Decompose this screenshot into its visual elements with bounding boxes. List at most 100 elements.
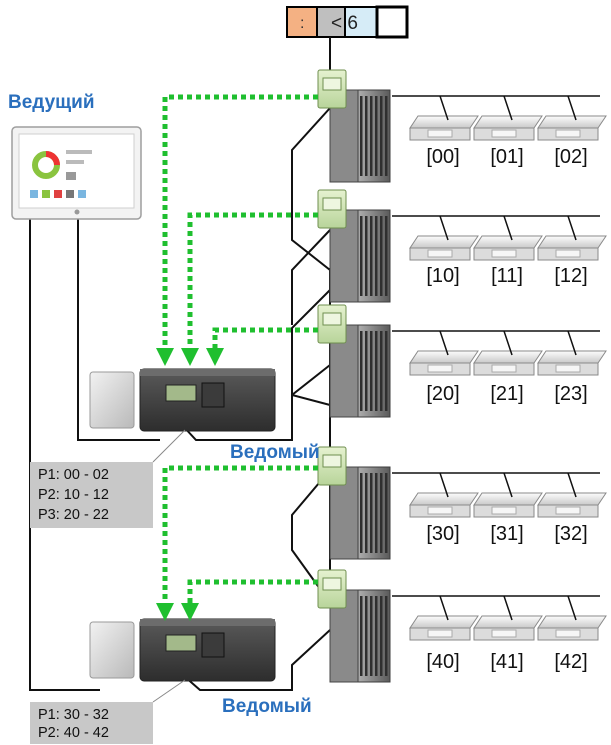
- odu-grille: [375, 596, 378, 676]
- port-line: P1: 00 - 02: [38, 467, 109, 483]
- gateway-bottom-display: [165, 634, 197, 652]
- cassette-drop-wire: [439, 215, 449, 241]
- unit-address: [32]: [554, 523, 587, 545]
- unit-address: [21]: [490, 383, 523, 405]
- odu-grille: [370, 596, 373, 676]
- cassette-grille: [427, 364, 453, 373]
- odu-grille: [365, 473, 368, 553]
- master-controller: [11, 126, 142, 220]
- master-screen-line-1: [66, 150, 92, 154]
- cassette-drop-wire: [567, 595, 577, 621]
- unit-address: [20]: [426, 383, 459, 405]
- cassette-unit: [537, 95, 607, 141]
- odu-grille: [360, 96, 363, 176]
- green-arrowheads: [156, 348, 224, 621]
- odu-grille: [375, 216, 378, 296]
- cassette-body: [537, 350, 607, 364]
- cassette-unit: [537, 472, 607, 518]
- gateway-bottom-ridge: [140, 619, 275, 626]
- ports-top: P1: 00 - 02 P2: 10 - 12 P3: 20 - 22: [30, 429, 186, 528]
- gateway-top-display: [165, 384, 197, 402]
- port-line: P2: 10 - 12: [38, 487, 109, 503]
- link-row-0: [162, 94, 318, 348]
- speaker-top: [89, 371, 135, 429]
- cassette-body: [537, 115, 607, 129]
- ports-top-box: [30, 462, 153, 528]
- gateway-top-keys: [201, 382, 225, 408]
- header-cell-white: [375, 5, 409, 39]
- cassette-drop-wire: [503, 595, 513, 621]
- master-logo-icon: [74, 209, 80, 215]
- odu-grille: [385, 596, 388, 676]
- arrow-row-3: [156, 603, 174, 621]
- cassette-drop-wire: [567, 95, 577, 121]
- green-links: [162, 94, 318, 603]
- odu-grille: [380, 473, 383, 553]
- cassette-body: [473, 615, 543, 629]
- cassette-body: [473, 492, 543, 506]
- odu-panel-screen: [322, 454, 342, 468]
- unit-address: [01]: [490, 146, 523, 168]
- unit-address: [02]: [554, 146, 587, 168]
- cassette-grille: [491, 129, 517, 138]
- port-line: P3: 20 - 22: [38, 507, 109, 523]
- unit-address: [12]: [554, 265, 587, 287]
- unit-address: [23]: [554, 383, 587, 405]
- odu-panel-screen: [322, 577, 342, 591]
- cassette-grille: [491, 249, 517, 258]
- header-middle-text: < 6: [331, 13, 358, 34]
- arrow-row-4: [181, 603, 199, 621]
- outdoor-unit: [317, 69, 600, 183]
- odu-grille: [375, 473, 378, 553]
- cassette-unit: [537, 215, 607, 261]
- header-cell-orange: [286, 6, 318, 38]
- odu-grille: [370, 216, 373, 296]
- odu-grille: [360, 216, 363, 296]
- header-left-text: :: [300, 15, 304, 32]
- odu-grille: [365, 96, 368, 176]
- cassette-grille: [427, 629, 453, 638]
- odu-grille: [380, 596, 383, 676]
- cassette-unit: [409, 95, 479, 141]
- cassette-grille: [427, 129, 453, 138]
- ports-bottom-callout: [152, 679, 186, 703]
- header-bar: : < 6: [286, 5, 409, 39]
- odu-grille: [380, 216, 383, 296]
- arrow-row-2: [206, 348, 224, 366]
- link-row-3: [162, 465, 318, 603]
- cassette-drop-wire: [439, 95, 449, 121]
- master-screen-tile-5: [78, 190, 86, 198]
- master-screen-line-3: [66, 172, 76, 180]
- ports-top-callout: [152, 429, 186, 463]
- master-label: Ведущий: [8, 92, 95, 113]
- cassette-unit: [473, 330, 543, 376]
- cassette-body: [473, 350, 543, 364]
- cassette-body: [409, 492, 479, 506]
- master-screen-tile-3: [54, 190, 62, 198]
- cassette-body: [409, 235, 479, 249]
- cassette-drop-wire: [503, 215, 513, 241]
- odu-grille: [365, 331, 368, 411]
- unit-address: [42]: [554, 651, 587, 673]
- unit-address: [00]: [426, 146, 459, 168]
- gateway-top: [89, 368, 276, 432]
- odu-grille: [375, 331, 378, 411]
- cassette-unit: [473, 215, 543, 261]
- odu-grille: [360, 331, 363, 411]
- master-screen-tile-4: [66, 190, 74, 198]
- speaker-bottom: [89, 621, 135, 679]
- link-row-1: [187, 212, 318, 348]
- odu-grille: [380, 96, 383, 176]
- cassette-body: [473, 235, 543, 249]
- odu-grille: [365, 596, 368, 676]
- cassette-grille: [555, 129, 581, 138]
- gateway-top-ridge: [140, 369, 275, 376]
- slave-label-top: Ведомый: [230, 442, 320, 463]
- cassette-unit: [473, 95, 543, 141]
- cassette-unit: [409, 215, 479, 261]
- header-cell-blue: [344, 6, 378, 38]
- cassette-drop-wire: [439, 330, 449, 356]
- port-line: P1: 30 - 32: [38, 707, 109, 723]
- master-screen-tile-2: [42, 190, 50, 198]
